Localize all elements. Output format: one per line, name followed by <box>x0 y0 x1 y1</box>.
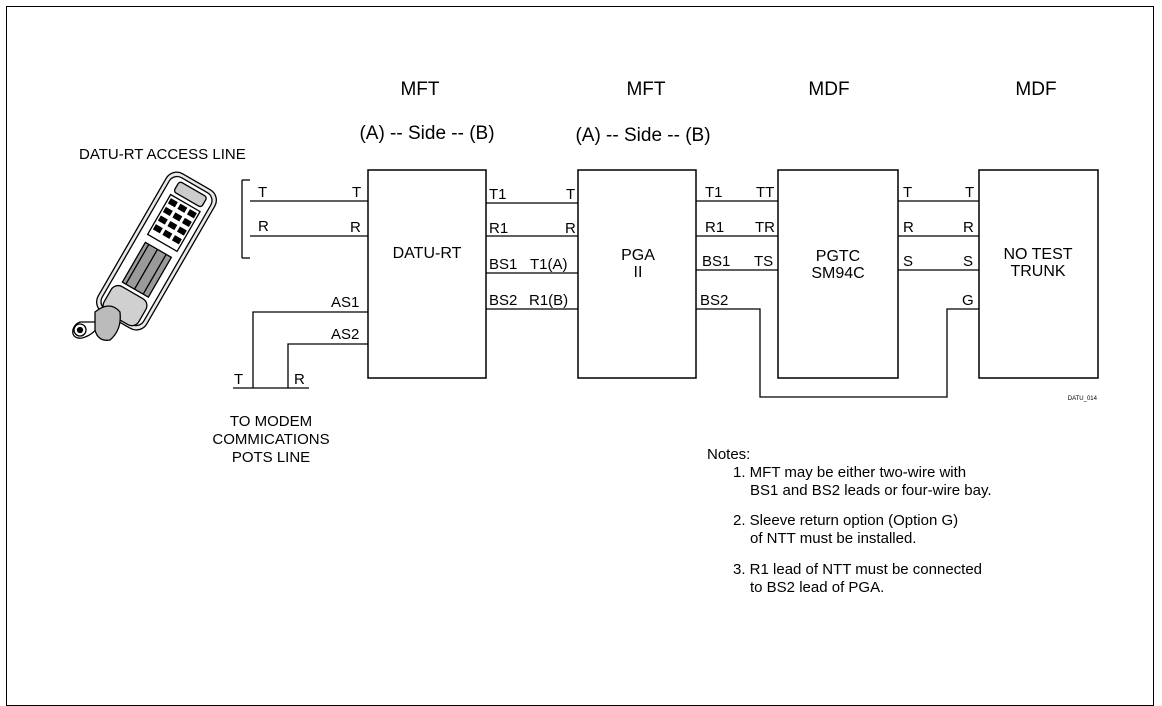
pgtc-out-t-label: T <box>903 184 912 201</box>
note-2-line-1: 2. Sleeve return option (Option G) <box>733 512 958 529</box>
datu-in-t-label: T <box>352 184 361 201</box>
pgtc-in-ts-label: TS <box>754 253 773 270</box>
ntt-in-r-label: R <box>963 219 974 236</box>
datu-out-bs1-label: BS1 <box>489 256 517 273</box>
pga-out-r1-label: R1 <box>705 219 724 236</box>
notes-title: Notes: <box>707 446 750 463</box>
as1-label: AS1 <box>331 294 359 311</box>
pga-box-label-1: PGA <box>621 247 655 264</box>
pgtc-box-label-2: SM94C <box>811 265 864 282</box>
datu-in-r-label: R <box>350 219 361 236</box>
pgtc-box-label-1: PGTC <box>816 248 860 265</box>
ntt-in-t-label: T <box>965 184 974 201</box>
side-label-1: (A) -- Side -- (B) <box>359 123 494 144</box>
as2-label: AS2 <box>331 326 359 343</box>
modem-t-label: T <box>234 371 243 388</box>
figure-id: DATU_014 <box>1068 396 1098 402</box>
pga-in-t-label: T <box>566 186 575 203</box>
pga-box-label-2: II <box>634 264 643 281</box>
datu-out-r1-label: R1 <box>489 220 508 237</box>
datu-out-t1-label: T1 <box>489 186 507 203</box>
modem-line-2: COMMICATIONS <box>212 431 329 448</box>
header-mft-2: MFT <box>626 79 665 100</box>
pgtc-box <box>777 169 899 379</box>
modem-line-1: TO MODEM <box>230 413 312 430</box>
pga-in-r1b-label: R1(B) <box>529 292 568 309</box>
note-2-line-2: of NTT must be installed. <box>750 530 916 547</box>
note-1-line-1: 1. MFT may be either two-wire with <box>733 464 966 481</box>
pga-in-r-label: R <box>565 220 576 237</box>
modem-line-3: POTS LINE <box>232 449 310 466</box>
datu-out-bs2-label: BS2 <box>489 292 517 309</box>
access-line-label: DATU-RT ACCESS LINE <box>79 146 246 163</box>
ntt-in-g-label: G <box>962 292 974 309</box>
ntt-box-label-1: NO TEST <box>1003 246 1072 263</box>
pga-out-t1-label: T1 <box>705 184 723 201</box>
pga-in-t1a-label: T1(A) <box>530 256 568 273</box>
note-3-line-2: to BS2 lead of PGA. <box>750 579 884 596</box>
pga-out-bs1-label: BS1 <box>702 253 730 270</box>
pga-box <box>577 169 697 379</box>
header-mdf-1: MDF <box>808 79 849 100</box>
ntt-in-s-label: S <box>963 253 973 270</box>
pgtc-in-tr-label: TR <box>755 219 775 236</box>
pgtc-out-r-label: R <box>903 219 914 236</box>
note-1-line-2: BS1 and BS2 leads or four-wire bay. <box>750 482 992 499</box>
left-r-label: R <box>258 218 269 235</box>
pgtc-out-s-label: S <box>903 253 913 270</box>
side-label-2: (A) -- Side -- (B) <box>575 125 710 146</box>
ntt-box-label-2: TRUNK <box>1010 263 1065 280</box>
handheld-test-set-icon <box>72 171 218 341</box>
modem-r-label: R <box>294 371 305 388</box>
header-mft-1: MFT <box>400 79 439 100</box>
ntt-box <box>978 169 1099 379</box>
pgtc-in-tt-label: TT <box>756 184 774 201</box>
left-t-label: T <box>258 184 267 201</box>
header-mdf-2: MDF <box>1015 79 1056 100</box>
datu-rt-box <box>367 169 487 379</box>
datu-rt-box-label: DATU-RT <box>393 245 462 262</box>
note-3-line-1: 3. R1 lead of NTT must be connected <box>733 561 982 578</box>
pga-out-bs2-label: BS2 <box>700 292 728 309</box>
